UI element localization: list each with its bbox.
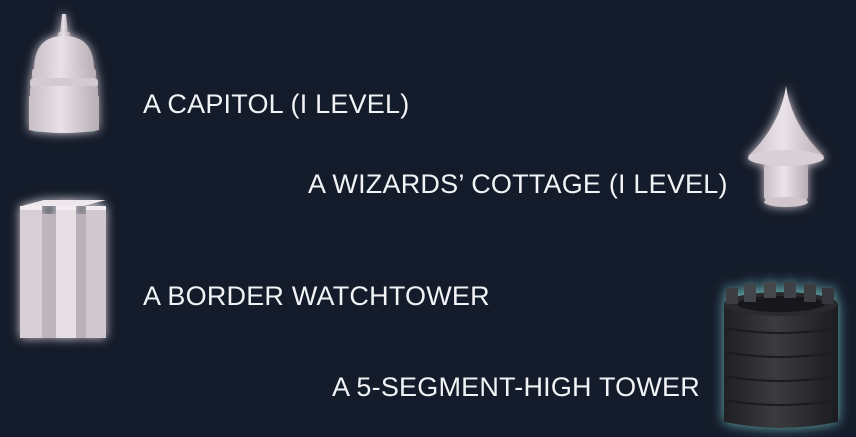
capitol-label: A CAPITOL (I LEVEL) <box>143 89 410 119</box>
wizards-cottage-model <box>744 86 828 210</box>
wizards-cottage-label: A WIZARDS’ COTTAGE (I LEVEL) <box>308 169 728 199</box>
border-watchtower-model <box>14 196 114 344</box>
border-watchtower-label: A BORDER WATCHTOWER <box>143 281 490 311</box>
five-segment-tower-model <box>718 282 844 434</box>
capitol-model <box>24 10 104 138</box>
five-segment-tower-label: A 5-SEGMENT-HIGH TOWER <box>332 372 700 402</box>
